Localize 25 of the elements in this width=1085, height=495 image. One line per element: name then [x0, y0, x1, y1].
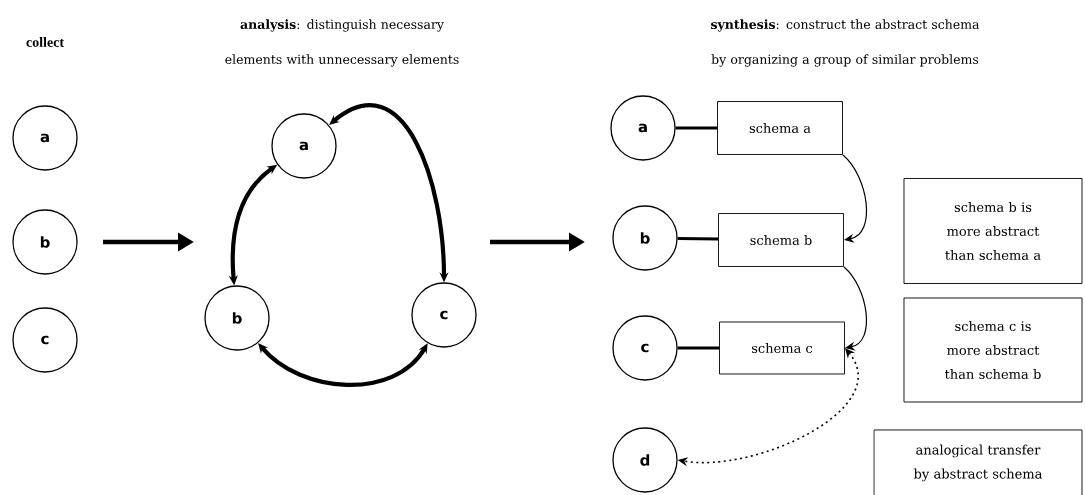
schema-box: schema c	[719, 321, 845, 375]
arrow	[843, 266, 868, 351]
circle-node: b	[204, 285, 270, 351]
arrow	[258, 343, 428, 387]
circle-node: a	[271, 113, 337, 179]
connector-line	[675, 126, 718, 130]
schema-box: schema a	[717, 101, 843, 155]
connector-line	[677, 346, 720, 350]
circle-node: c	[612, 315, 678, 381]
note-box: analogical transfer by abstract schema	[873, 429, 1083, 495]
note-box: schema b is more abstract than schema a	[903, 178, 1083, 284]
note-box: schema c is more abstract than schema b	[903, 297, 1083, 403]
circle-node: d	[612, 427, 678, 493]
arrow	[842, 154, 868, 243]
connector-line	[677, 236, 719, 241]
schema-box: schema b	[718, 213, 844, 267]
heading: synthesis: construct the abstract schema by organizing a group of similar problems	[711, 19, 980, 67]
circle-node: b	[612, 205, 678, 271]
circle-node: b	[12, 209, 78, 275]
circle-node: c	[411, 282, 477, 348]
heading: collect	[26, 37, 64, 47]
heading: analysis: distinguish necessary elements with unnecessary elements	[225, 19, 459, 67]
circle-node: a	[610, 95, 676, 161]
circle-node: c	[12, 307, 78, 373]
circle-node: a	[12, 105, 78, 171]
